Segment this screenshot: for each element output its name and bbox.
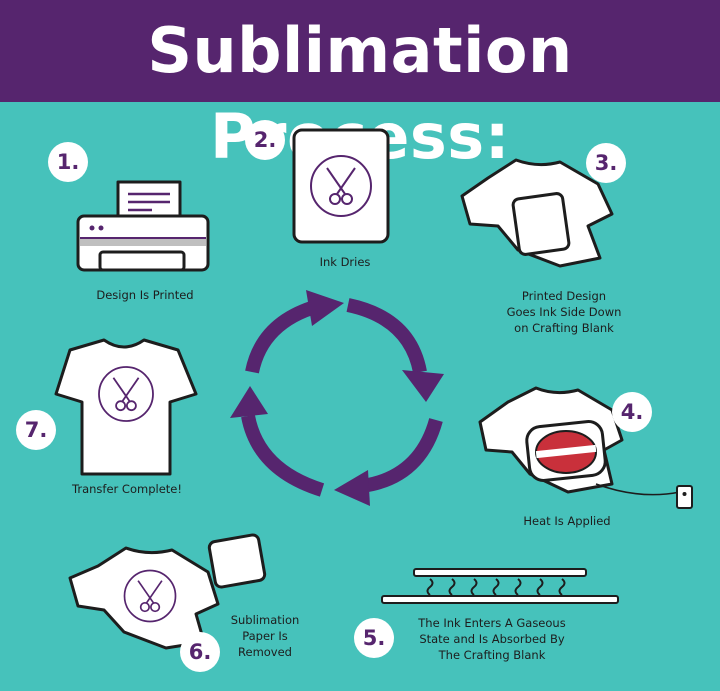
step-2-badge: 2. xyxy=(245,120,285,160)
step-4-badge: 4. xyxy=(612,392,652,432)
gas-absorption-icon xyxy=(381,568,619,604)
step-6-label: Sublimation Paper Is Removed xyxy=(230,613,300,659)
cycle-arrow-bottom-left xyxy=(230,386,325,497)
step-4-label: Heat Is Applied xyxy=(523,514,611,528)
step-1-label: Design Is Printed xyxy=(96,288,194,302)
cycle-arrow-top-right xyxy=(346,298,444,402)
cycle-arrow-bottom-right xyxy=(334,417,443,506)
step-3-badge: 3. xyxy=(586,143,626,183)
step-7-label: Transfer Complete! xyxy=(72,482,182,496)
cycle-arrow-top-left xyxy=(245,290,344,374)
transfer-paper-icon xyxy=(292,128,390,244)
shirt-with-paper-icon xyxy=(460,158,614,268)
step-7-badge: 7. xyxy=(16,410,56,450)
step-1-badge: 1. xyxy=(48,142,88,182)
step-5-badge: 5. xyxy=(354,618,394,658)
finished-shirt-icon xyxy=(54,338,198,476)
page-title: Sublimation Process: xyxy=(147,14,573,173)
header-banner: Sublimation Process: xyxy=(0,0,720,173)
heat-press-icon xyxy=(478,386,693,509)
step-5-label: The Ink Enters A Gaseous State and Is Ab… xyxy=(418,616,566,662)
step-6-badge: 6. xyxy=(180,632,220,672)
cycle-arrows xyxy=(230,290,444,506)
step-2-label: Ink Dries xyxy=(319,255,371,269)
paper-removed-icon xyxy=(68,533,267,650)
step-3-label: Printed Design Goes Ink Side Down on Cra… xyxy=(506,289,622,335)
printer-icon xyxy=(76,180,210,272)
